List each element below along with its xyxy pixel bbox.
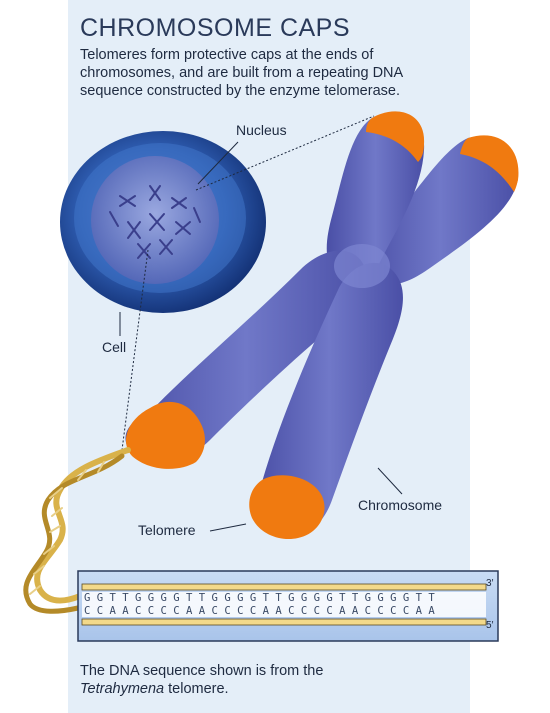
telomere-cap-bottom bbox=[249, 475, 325, 540]
sequence-white-band bbox=[82, 592, 486, 617]
dna-3-prime-end: 3′ bbox=[486, 578, 494, 589]
dna-top-strand: G G T T G G G G T T G G G G T T G G G G … bbox=[84, 592, 435, 604]
label-telomere: Telomere bbox=[138, 522, 196, 538]
label-chromosome: Chromosome bbox=[358, 497, 443, 513]
telomere-cap-left bbox=[125, 401, 205, 469]
caption-line1: The DNA sequence shown is from the bbox=[80, 663, 324, 679]
caption-organism: Tetrahymena bbox=[80, 681, 165, 697]
zoom-lines bbox=[121, 115, 375, 451]
caption-line2: telomere. bbox=[164, 681, 229, 697]
chromatid-upper-left bbox=[326, 112, 425, 284]
nucleus-chromosomes bbox=[109, 185, 201, 259]
bottom-strand-bar bbox=[81, 618, 487, 626]
leader-lines bbox=[119, 141, 403, 532]
intro-text: Telomeres form protective caps at the en… bbox=[80, 47, 403, 99]
caption: The DNA sequence shown is from the Tetra… bbox=[80, 662, 410, 698]
label-cell: Cell bbox=[102, 339, 127, 355]
dna-bottom-strand: C C A A C C C C A A C C C C A A C C C C … bbox=[84, 605, 435, 617]
chromatid-lower-right bbox=[255, 262, 403, 538]
label-nucleus: Nucleus bbox=[236, 122, 287, 138]
page-title: CHROMOSOME CAPS bbox=[80, 14, 351, 42]
telomere-cap-top-right bbox=[460, 135, 519, 192]
dna-5-prime-end: 5′ bbox=[486, 620, 494, 631]
chromatid-upper-right bbox=[362, 136, 519, 285]
telomere-cap-top-left bbox=[366, 111, 425, 162]
centromere bbox=[334, 244, 390, 288]
top-strand-bar bbox=[81, 583, 487, 591]
